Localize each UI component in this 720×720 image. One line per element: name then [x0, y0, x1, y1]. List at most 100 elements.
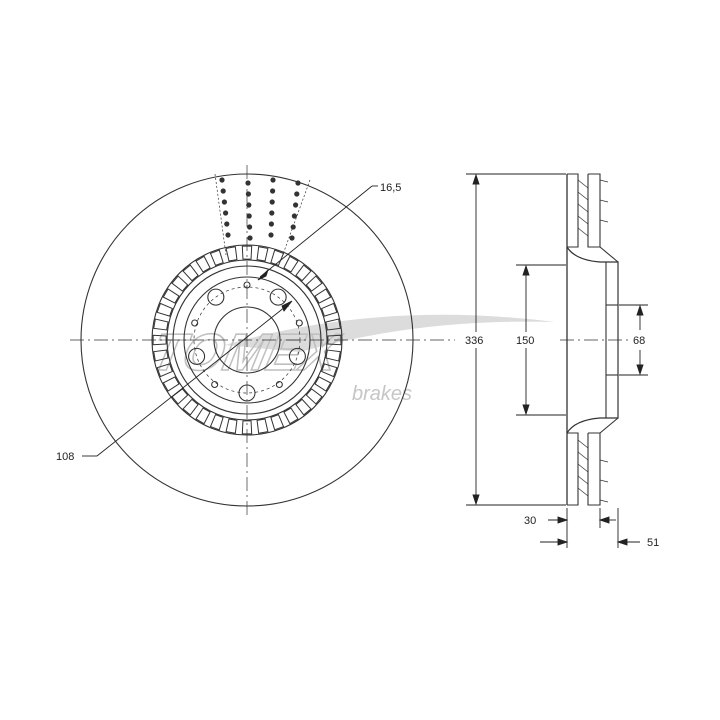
- vent-slot: [321, 363, 338, 378]
- vent-slot: [225, 246, 238, 262]
- drill-hole: [219, 177, 225, 183]
- disc-side-section: [560, 173, 628, 506]
- dim-pcd: [82, 300, 293, 457]
- vent-slot: [256, 418, 269, 434]
- bolt-hole: [207, 288, 225, 306]
- vent-slot: [256, 246, 269, 262]
- vent-slot: [156, 302, 173, 317]
- dim-hat-diameter-label: 150: [516, 335, 534, 347]
- bolt-hole: [238, 384, 256, 402]
- pin-holes: [191, 281, 303, 389]
- vent-ring-outer: [151, 244, 343, 436]
- vent-slot: [325, 349, 341, 362]
- vent-slot: [225, 418, 238, 434]
- watermark-sub: brakes: [352, 383, 412, 405]
- dim-bolt-hole-label: 16,5: [380, 182, 401, 194]
- drill-hole: [268, 232, 274, 238]
- pin-hole: [211, 380, 219, 389]
- vent-slot: [327, 334, 342, 346]
- pin-hole: [275, 380, 283, 389]
- drill-hole: [289, 235, 295, 241]
- vent-slot: [305, 275, 323, 292]
- drill-hole: [223, 210, 229, 216]
- drill-hole: [269, 199, 275, 205]
- vent-slot: [209, 249, 224, 266]
- drill-hole: [290, 224, 296, 230]
- drill-hole: [225, 232, 231, 238]
- vent-slot: [162, 376, 180, 392]
- drill-hole: [245, 191, 251, 197]
- center-bore: [213, 306, 281, 374]
- dim-disc-thickness-label: 30: [524, 515, 536, 527]
- bolt-hole: [269, 288, 287, 306]
- pin-hole: [295, 319, 303, 327]
- hat-outer: [172, 265, 322, 415]
- drill-hole: [269, 210, 275, 216]
- vent-slot: [314, 288, 332, 304]
- vent-slot: [209, 414, 224, 431]
- vent-slot: [283, 407, 299, 425]
- drill-hole: [270, 188, 276, 194]
- pin-hole: [243, 281, 251, 289]
- dim-center-bore: [619, 304, 648, 376]
- vent-section-bottom: [577, 439, 609, 503]
- vent-slot: [241, 245, 253, 260]
- pin-hole: [191, 319, 199, 327]
- vent-slot: [162, 288, 180, 304]
- vent-slot: [153, 318, 169, 331]
- drill-hole: [245, 180, 251, 186]
- vent-slot: [182, 398, 199, 416]
- disc-front-view: [70, 165, 455, 515]
- vent-slot: [195, 255, 211, 273]
- disc-outer-edge: [80, 173, 414, 507]
- vent-slot: [182, 264, 199, 282]
- drill-hole: [224, 221, 230, 227]
- pcd-circle: [193, 286, 301, 394]
- dim-total-height-label: 51: [647, 537, 659, 549]
- vent-slot: [270, 414, 285, 431]
- dim-outer-diameter-label: 336: [465, 335, 483, 347]
- vent-slot: [295, 264, 312, 282]
- watermark: TOMEX brakes: [146, 314, 555, 405]
- vent-slot: [156, 363, 173, 378]
- drill-hole: [246, 213, 252, 219]
- drill-hole: [291, 213, 297, 219]
- vent-slot: [153, 349, 169, 362]
- dim-bolt-hole: [257, 185, 378, 281]
- dim-hat-diameter: [516, 264, 566, 416]
- dim-disc-thickness: [548, 508, 616, 548]
- drill-hole: [246, 202, 252, 208]
- vent-slot: [171, 275, 189, 292]
- vent-slot: [195, 407, 211, 425]
- drill-hole: [294, 191, 300, 197]
- vent-slot: [325, 318, 341, 331]
- vent-slot: [241, 420, 253, 435]
- drill-hole: [220, 188, 226, 194]
- vent-slot: [152, 334, 167, 346]
- drill-hole: [293, 202, 299, 208]
- drill-hole: [268, 221, 274, 227]
- drill-hole: [221, 199, 227, 205]
- drill-hole: [295, 180, 301, 186]
- dim-center-bore-label: 68: [633, 335, 645, 347]
- bolt-hole: [288, 347, 306, 365]
- bolt-hole: [188, 347, 206, 365]
- dim-pcd-label: 108: [56, 451, 74, 463]
- drill-hole: [247, 235, 253, 241]
- drill-hole: [247, 224, 253, 230]
- vent-slot: [295, 398, 312, 416]
- perforation-segment: [214, 173, 311, 258]
- bolt-holes: [188, 288, 306, 402]
- drilled-holes: [219, 177, 301, 241]
- vent-slot: [305, 388, 323, 405]
- vent-section-top: [577, 179, 609, 237]
- hat-inner: [183, 276, 311, 404]
- vent-slot: [321, 302, 338, 317]
- vent-slot: [314, 376, 332, 392]
- dim-total-height: [540, 508, 640, 548]
- drill-hole: [270, 177, 276, 183]
- vent-slot: [283, 255, 299, 273]
- vent-ring-inner: [166, 259, 328, 421]
- watermark-swoosh: [225, 314, 555, 352]
